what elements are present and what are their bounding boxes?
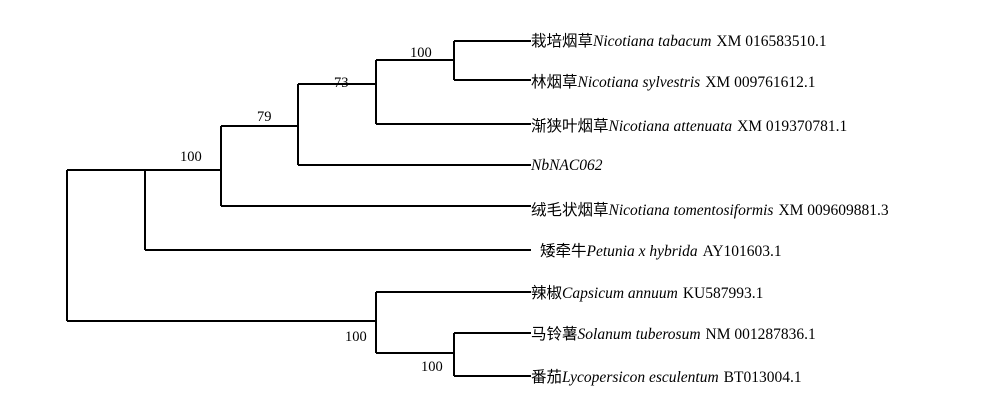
leaf-cn: 栽培烟草 xyxy=(531,32,593,50)
leaf-acc: XM 019370781.1 xyxy=(737,118,847,135)
leaf-cn: 渐狭叶烟草 xyxy=(531,117,609,135)
leaf-acc: AY101603.1 xyxy=(703,243,782,260)
leaf-label-petunia-hybrida: 矮牵牛Petunia x hybrida AY101603.1 xyxy=(540,242,782,260)
leaf-sci: Nicotiana tabacum xyxy=(592,33,711,50)
bootstrap-nbnac-clade: 79 xyxy=(257,109,272,125)
leaf-acc: NM 001287836.1 xyxy=(706,326,816,343)
leaf-sci: Capsicum annuum xyxy=(562,285,678,302)
leaf-sci: Petunia x hybrida xyxy=(586,243,698,260)
leaf-label-nbnac062: NbNAC062 xyxy=(530,157,603,174)
leaf-sci: Nicotiana sylvestris xyxy=(577,74,701,91)
bootstrap-nicotiana-clade: 100 xyxy=(180,149,202,165)
leaf-acc: XM 009761612.1 xyxy=(705,74,815,91)
leaf-acc: KU587993.1 xyxy=(683,285,764,302)
leaf-label-solanum-tuberosum: 马铃薯Solanum tuberosum NM 001287836.1 xyxy=(531,325,816,343)
leaf-cn: 辣椒 xyxy=(531,284,562,302)
leaf-label-nicotiana-tabacum: 栽培烟草Nicotiana tabacum XM 016583510.1 xyxy=(531,32,827,50)
leaf-acc: XM 009609881.3 xyxy=(778,202,888,219)
bootstrap-attenuata-clade: 73 xyxy=(334,75,349,91)
leaf-sci: Nicotiana attenuata xyxy=(608,118,733,135)
leaf-sci: Solanum tuberosum xyxy=(578,326,701,343)
leaf-label-capsicum-annuum: 辣椒Capsicum annuum KU587993.1 xyxy=(531,284,763,302)
leaf-cn: 林烟草 xyxy=(531,73,578,91)
leaf-acc: XM 016583510.1 xyxy=(716,33,826,50)
tree-branches xyxy=(66,40,531,377)
leaf-cn: 马铃薯 xyxy=(531,325,578,343)
bootstrap-capsicum-clade: 100 xyxy=(345,329,367,345)
leaf-cn: 番茄 xyxy=(531,368,562,386)
leaf-cn: 绒毛状烟草 xyxy=(531,201,609,219)
bootstrap-tabacum-sylvestris: 100 xyxy=(410,45,432,61)
leaf-sci: Lycopersicon esculentum xyxy=(561,369,719,386)
leaf-label-lycopersicon-esculentum: 番茄Lycopersicon esculentum BT013004.1 xyxy=(531,368,802,386)
leaf-sci: Nicotiana tomentosiformis xyxy=(608,202,774,219)
leaf-acc: BT013004.1 xyxy=(724,369,802,386)
leaf-cn: 矮牵牛 xyxy=(540,242,587,260)
leaf-sci: NbNAC062 xyxy=(530,157,603,174)
bootstrap-solanum-lycopersicon: 100 xyxy=(421,359,443,375)
